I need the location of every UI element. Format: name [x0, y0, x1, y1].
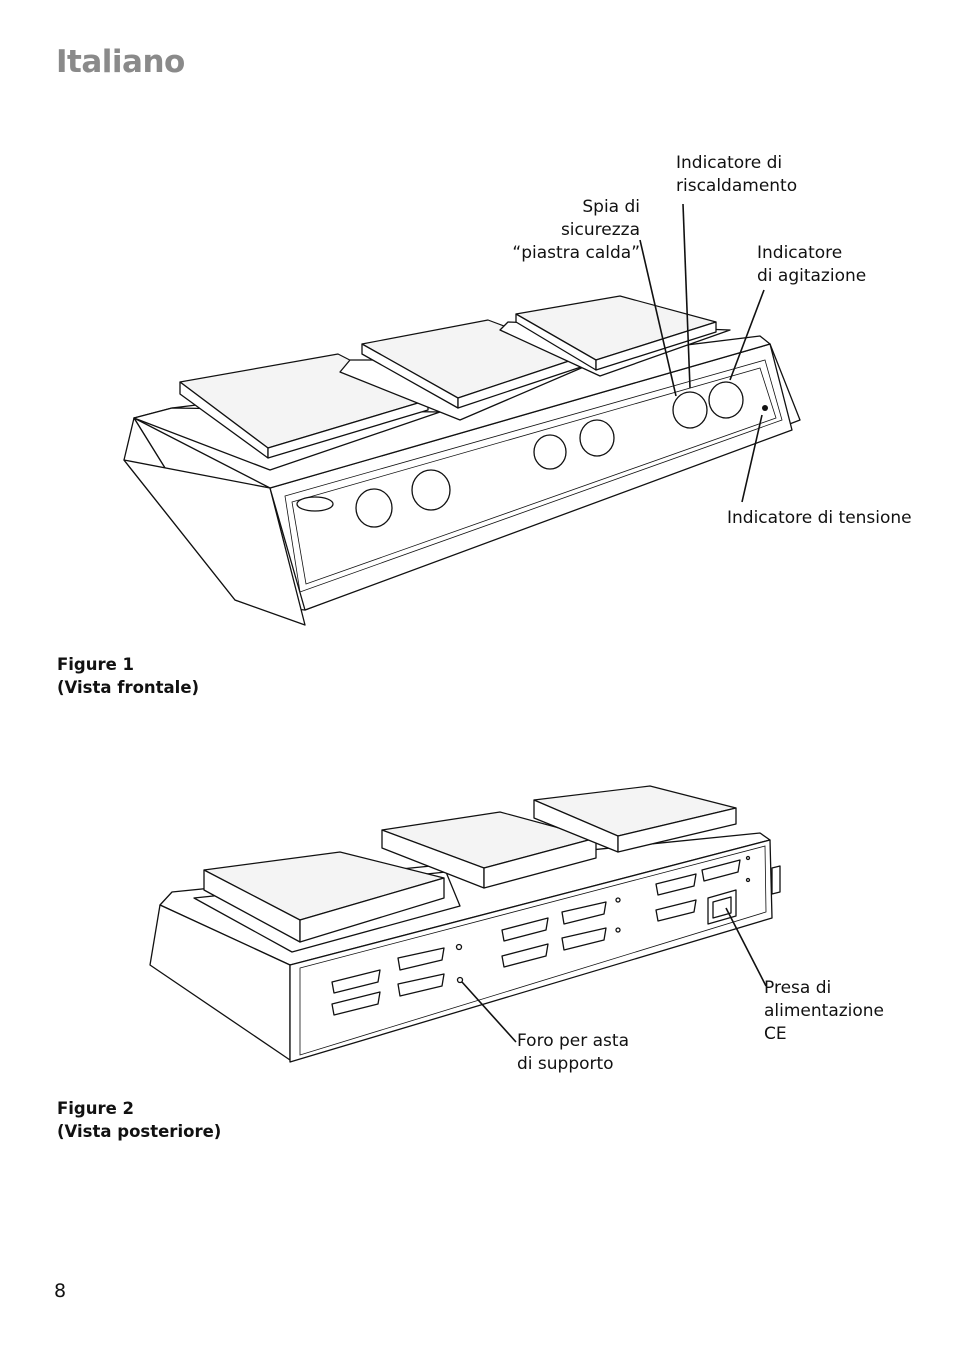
- figure2-caption: Figure 2 (Vista posteriore): [57, 1097, 221, 1143]
- callout-heating-indicator: Indicatore di riscaldamento: [676, 152, 797, 198]
- rear-view-illustration: [149, 785, 781, 1063]
- caption-line: (Vista posteriore): [57, 1122, 222, 1141]
- hot-plate-right: [499, 295, 731, 377]
- caption-line: Figure 2: [57, 1099, 135, 1118]
- callout-power-indicator: Indicatore di tensione: [727, 507, 912, 530]
- figure1-caption: Figure 1 (Vista frontale): [57, 653, 199, 699]
- page-number: 8: [54, 1280, 67, 1302]
- callout-line: “piastra calda”: [512, 243, 640, 263]
- callout-line: Spia di sicurezza: [560, 197, 640, 240]
- callout-line: riscaldamento: [676, 176, 798, 196]
- callout-stirring-indicator: Indicatore di agitazione: [757, 242, 866, 288]
- caption-line: Figure 1: [57, 655, 135, 674]
- callout-line: Indicatore di: [676, 153, 783, 173]
- callout-line: alimentazione: [764, 1001, 885, 1021]
- callout-hot-plate-light: Spia di sicurezza “piastra calda”: [498, 196, 640, 265]
- hot-plate-left: [133, 353, 441, 471]
- control-knobs: [355, 381, 768, 528]
- page-title: Italiano: [56, 44, 185, 80]
- callout-line: Foro per asta: [517, 1031, 629, 1051]
- callout-line: CE: [764, 1024, 787, 1044]
- callout-line: Indicatore di tensione: [727, 508, 912, 528]
- caption-line: (Vista frontale): [57, 678, 200, 697]
- callout-line: di supporto: [517, 1054, 614, 1074]
- callout-line: di agitazione: [757, 266, 867, 286]
- callout-rod-hole: Foro per asta di supporto: [517, 1030, 629, 1076]
- callout-line: Presa di: [764, 978, 832, 998]
- callout-power-socket: Presa di alimentazione CE: [764, 977, 884, 1046]
- callout-line: Indicatore: [757, 243, 843, 263]
